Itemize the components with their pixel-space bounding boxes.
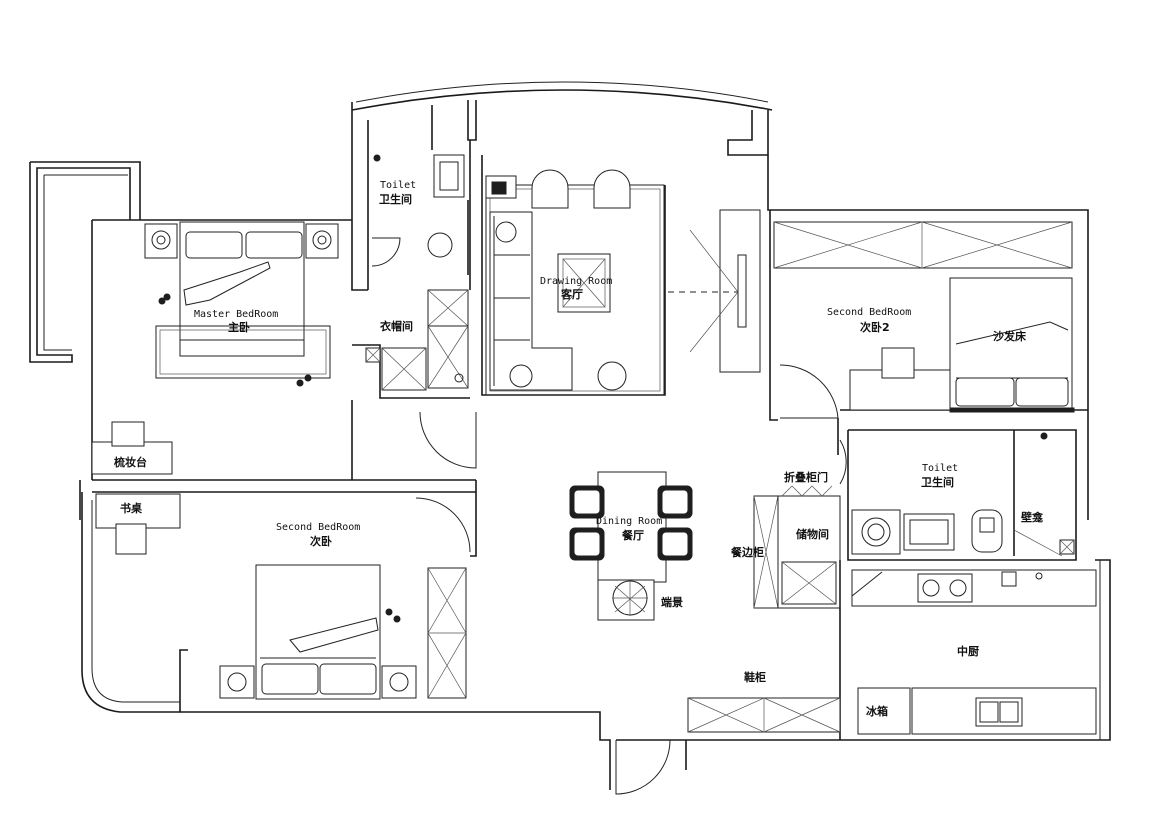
wardrobe-room: 衣帽间 bbox=[352, 289, 477, 469]
toilet-bowl-icon bbox=[427, 232, 453, 258]
second-bedroom-right-label-en: Second BedRoom bbox=[827, 307, 911, 318]
master-bedroom-label-cn: 主卧 bbox=[228, 320, 250, 334]
toilet-top: Toilet 卫生间 bbox=[367, 105, 469, 290]
entrance: 鞋柜 bbox=[615, 670, 841, 795]
second-bedroom-left: 书桌 Second BedRoom 次卧 bbox=[95, 493, 471, 700]
toilet-right-label-cn: 卫生间 bbox=[921, 475, 954, 489]
toilet-right: Toilet 卫生间 壁龛 bbox=[851, 430, 1075, 557]
toilet-top-label-en: Toilet bbox=[380, 180, 416, 191]
second-bedroom-left-label-en: Second BedRoom bbox=[276, 522, 360, 533]
shower-icon bbox=[373, 154, 381, 162]
storage-room: 折叠柜门 餐边柜 储物间 bbox=[730, 439, 847, 609]
wardrobe-door-swing bbox=[419, 411, 477, 469]
drawing-room-label-en: Drawing Room bbox=[540, 276, 612, 287]
landscape-label-cn: 端景 bbox=[661, 595, 683, 609]
kitchen: 中厨 冰箱 bbox=[851, 569, 1097, 735]
second-bedroom-right: Second BedRoom 次卧2 沙发床 bbox=[773, 221, 1075, 419]
shoe-cabinet-label-cn: 鞋柜 bbox=[744, 670, 766, 684]
dresser bbox=[91, 441, 173, 475]
dining-table bbox=[597, 471, 667, 583]
sink-top bbox=[433, 154, 465, 198]
desk-label-cn: 书桌 bbox=[120, 501, 143, 515]
folding-door-label-cn: 折叠柜门 bbox=[784, 470, 828, 484]
master-rug bbox=[155, 325, 331, 379]
landscape-feature bbox=[597, 579, 655, 621]
niche-label-cn: 壁龛 bbox=[1021, 510, 1044, 524]
dresser-label-cn: 梳妆台 bbox=[113, 455, 147, 469]
drawing-room-label-cn: 客厅 bbox=[560, 287, 583, 301]
sofa-bed-label-cn: 沙发床 bbox=[993, 329, 1027, 343]
toilet-right-label-en: Toilet bbox=[922, 463, 958, 474]
master-bedroom: Master BedRoom 主卧 梳妆台 bbox=[91, 221, 339, 475]
entrance-door-swing bbox=[615, 739, 671, 795]
fridge bbox=[857, 687, 911, 735]
exterior-walls bbox=[29, 81, 1111, 790]
master-bedroom-label-en: Master BedRoom bbox=[194, 309, 278, 320]
toilet-door-swing bbox=[371, 237, 401, 267]
fridge-label-cn: 冰箱 bbox=[866, 704, 888, 718]
second-bedroom-left-label-cn: 次卧 bbox=[310, 534, 332, 548]
kitchen-label-cn: 中厨 bbox=[957, 644, 979, 658]
second-bedroom-left-door-swing bbox=[415, 497, 471, 553]
wardrobe-label-cn: 衣帽间 bbox=[380, 319, 413, 333]
dining-room-label-cn: 餐厅 bbox=[621, 528, 644, 542]
drawing-room: Drawing Room 客厅 bbox=[481, 155, 761, 396]
toilet-top-label-cn: 卫生间 bbox=[379, 192, 412, 206]
second-bedroom-right-label-cn: 次卧2 bbox=[860, 320, 890, 334]
second-bedroom-right-door-swing bbox=[779, 364, 839, 419]
dining-room-label-en: Dining Room bbox=[596, 516, 662, 527]
sofa-bed bbox=[949, 277, 1073, 413]
dining-room: Dining Room 餐厅 端景 bbox=[569, 471, 693, 621]
l-sofa bbox=[489, 211, 573, 391]
shower-right-icon bbox=[1040, 432, 1048, 440]
storage-label-cn: 储物间 bbox=[796, 527, 829, 541]
sideboard-label-cn: 餐边柜 bbox=[730, 545, 764, 559]
storage-door-swing bbox=[839, 439, 847, 485]
